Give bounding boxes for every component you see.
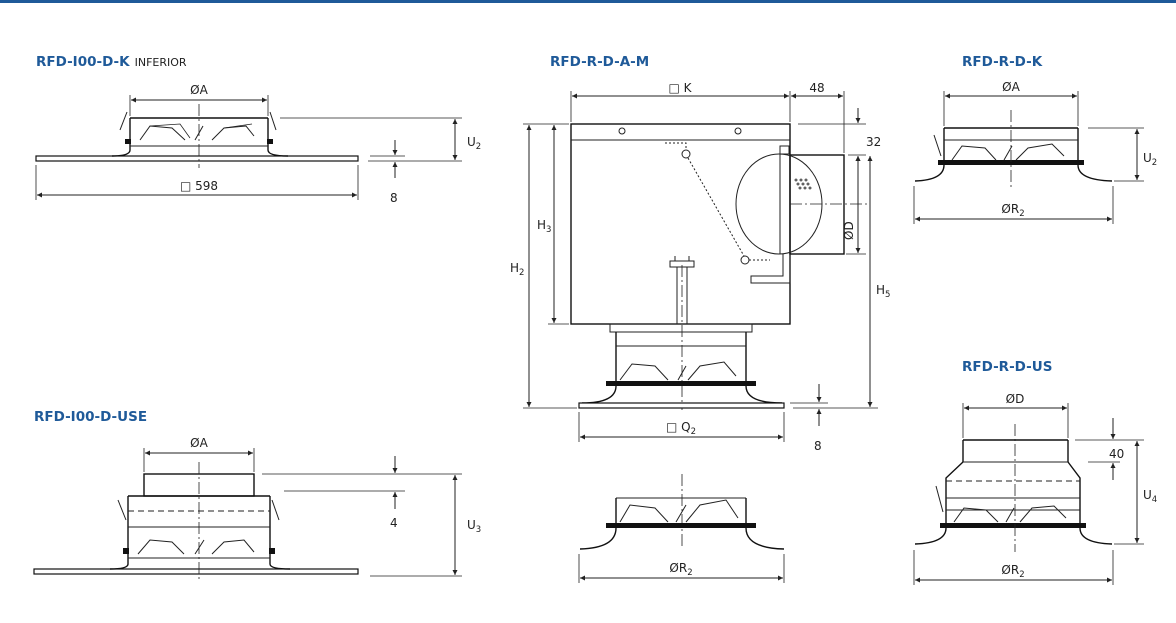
dim-thickness: 8 — [390, 191, 398, 205]
diffuser-body-use — [109, 473, 291, 570]
ceiling-plate-use — [33, 568, 359, 575]
dim-40: 40 — [1109, 447, 1124, 461]
dim-u2-rdk: U2 — [1143, 151, 1157, 168]
top-rule — [0, 0, 1176, 3]
dim-u4: U4 — [1143, 488, 1157, 505]
dim-thickness-ram: 8 — [814, 439, 822, 453]
dim-d: ØD — [842, 221, 856, 240]
dim-48: 48 — [809, 81, 824, 95]
dim-square: □ 598 — [180, 179, 218, 193]
dim-a: ØA — [190, 83, 208, 97]
dim-h2: H2 — [510, 261, 524, 278]
dim-k: □ K — [668, 81, 692, 95]
view-rdus: RFD-R-D-US ØD 40 — [913, 359, 1157, 585]
dim-h5: H5 — [876, 283, 890, 300]
dim-u2: U2 — [467, 135, 481, 152]
dim-r2-rdus: ØR2 — [1001, 563, 1024, 580]
view-rdus-title: RFD-R-D-US — [962, 359, 1052, 375]
dim-r2-ram: ØR2 — [669, 561, 692, 578]
dim-a-use: ØA — [190, 436, 208, 450]
dim-32: 32 — [866, 135, 881, 149]
diffuser-detail — [579, 474, 785, 550]
plenum-box — [570, 123, 791, 325]
diffuser-body-rdus — [914, 439, 1113, 545]
view-rdk-title: RFD-R-D-K — [962, 54, 1043, 70]
view-use-title: RFD-I00-D-USE — [34, 409, 147, 425]
view-ram-title: RFD-R-D-A-M — [550, 54, 649, 70]
view-ram: RFD-R-D-A-M — [510, 54, 890, 583]
dim-q2: □ Q2 — [666, 420, 696, 437]
view-rdk: RFD-R-D-K ØA U2 ØR2 — [913, 54, 1157, 224]
spigot — [789, 154, 845, 255]
dim-d-rdus: ØD — [1006, 392, 1025, 406]
dim-r2-rdk: ØR2 — [1001, 202, 1024, 219]
ceiling-plate — [35, 155, 359, 162]
diffuser-body — [111, 111, 289, 157]
dim-a-rdk: ØA — [1002, 80, 1020, 94]
diffuser-body-rdk — [914, 127, 1113, 182]
view-use: RFD-I00-D-USE ØA — [33, 409, 481, 582]
dim-gap: 4 — [390, 516, 398, 530]
dim-u3: U3 — [467, 518, 481, 535]
dim-h3: H3 — [537, 218, 551, 235]
